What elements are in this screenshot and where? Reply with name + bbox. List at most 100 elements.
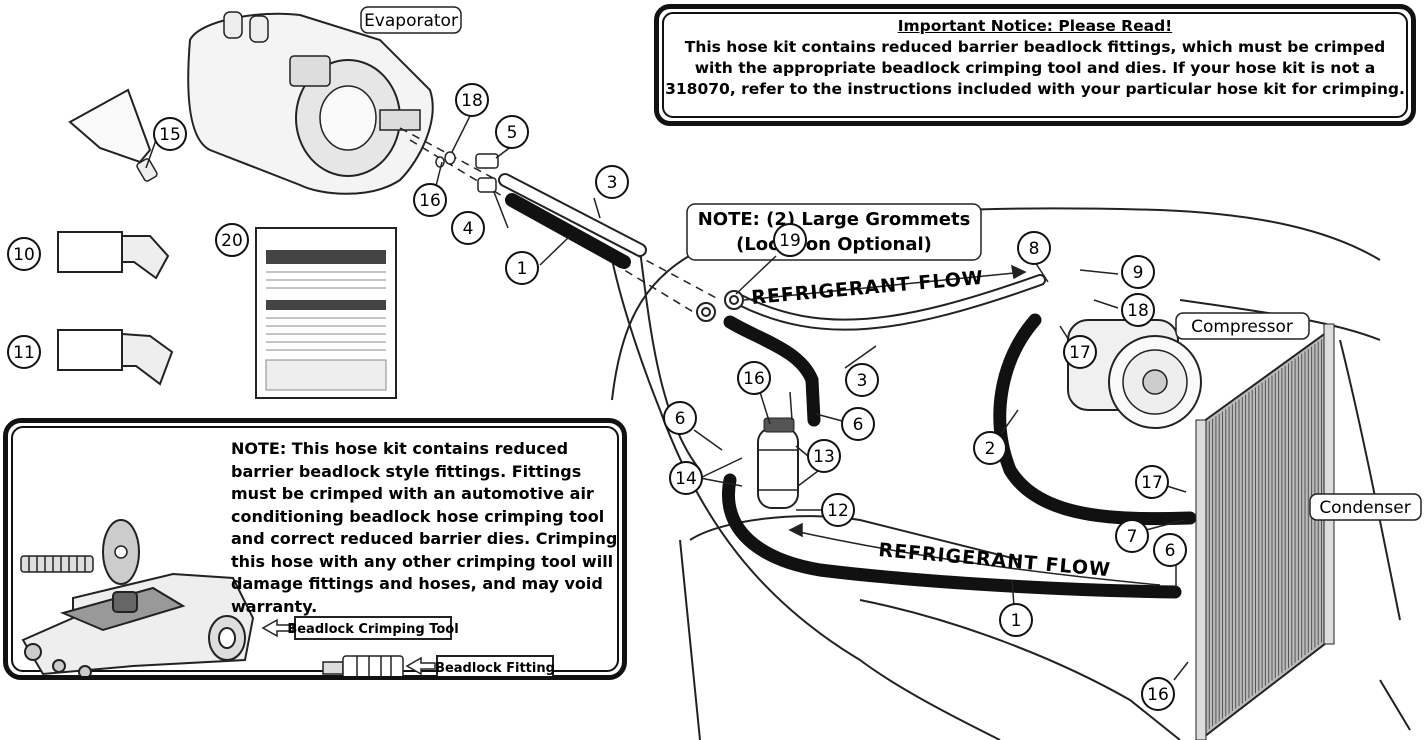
compressor-label: Compressor — [1191, 317, 1293, 337]
hose-1-lower — [722, 473, 1182, 599]
callout-number-18: 18 — [461, 91, 483, 111]
grommets — [696, 290, 744, 322]
callout-number-10: 10 — [13, 245, 35, 265]
callout-number-17: 17 — [1069, 343, 1091, 363]
receiver-drier — [757, 417, 799, 509]
compressor-unit — [1067, 319, 1202, 429]
callout-circle-16 — [737, 361, 771, 395]
evaporator-unit — [187, 11, 434, 195]
callout-circle-16 — [413, 183, 447, 217]
callout-number-12: 12 — [827, 501, 849, 521]
evaporator-label-box: Evaporator — [360, 6, 462, 34]
callout-circle-12 — [821, 493, 855, 527]
condenser-label-box: Condenser — [1309, 493, 1422, 521]
die-plate — [102, 519, 140, 585]
callout-number-4: 4 — [463, 219, 474, 239]
beadlock-note-bold2: crimping tool will damage fittings and — [231, 551, 614, 594]
callout-circle-18 — [1121, 293, 1155, 327]
beadlock-tool-label: Beadlock Crimping Tool — [287, 622, 458, 637]
callout-circle-1 — [505, 251, 539, 285]
callout-circle-10 — [7, 237, 41, 271]
callout-number-1: 1 — [517, 259, 528, 279]
beadlock-note-part1: NOTE: This hose kit contains reduced — [231, 439, 569, 458]
callout-number-11: 11 — [13, 343, 35, 363]
instruction-sheet — [255, 227, 397, 399]
callout-number-9: 9 — [1133, 263, 1144, 283]
important-notice-inner: Important Notice: Please Read! This hose… — [662, 12, 1408, 118]
callout-number-6: 6 — [1165, 541, 1176, 561]
hose-black-grommet — [723, 315, 821, 427]
callout-circle-6 — [1153, 533, 1187, 567]
callout-number-3: 3 — [857, 371, 868, 391]
beadlock-fitting-label: Beadlock Fitting — [435, 661, 555, 676]
hose-3-upper — [498, 173, 647, 257]
callout-circle-4 — [451, 211, 485, 245]
callout-number-16: 16 — [419, 191, 441, 211]
evaporator-fittings — [435, 151, 499, 193]
crimping-tool-body — [21, 572, 255, 676]
tool-pointer-arrow — [261, 618, 294, 638]
callout-number-7: 7 — [1127, 527, 1138, 547]
callout-circle-2 — [973, 431, 1007, 465]
beadlock-note-part3: hoses, and may void warranty. — [231, 574, 603, 616]
grommet-note-line1: NOTE: (2) Large Grommets — [698, 209, 971, 230]
important-notice-box: Important Notice: Please Read! This hose… — [654, 4, 1416, 126]
callout-number-6: 6 — [675, 409, 686, 429]
callout-number-13: 13 — [813, 447, 835, 467]
fitting-pointer-arrow — [405, 656, 436, 676]
callout-circle-9 — [1121, 255, 1155, 289]
callout-circle-7 — [1115, 519, 1149, 553]
condenser-unit — [1195, 323, 1335, 740]
callout-circle-17 — [1135, 465, 1169, 499]
hose-1-upper — [505, 193, 631, 269]
grommet-note-box: NOTE: (2) Large Grommets (Location Optio… — [686, 203, 982, 261]
callout-circle-20 — [215, 223, 249, 257]
beadlock-note-bold1: barrier beadlock style fittings. Fitting… — [231, 461, 582, 481]
beadlock-note-inner: Beadlock Crimping Tool Beadlock Fitting … — [11, 426, 619, 676]
callout-circle-6 — [841, 407, 875, 441]
flow-arrow-lower — [788, 522, 1161, 586]
callout-number-16: 16 — [743, 369, 765, 389]
fitting-label-box: Beadlock Fitting — [435, 655, 555, 676]
callout-circle-13 — [807, 439, 841, 473]
threaded-rod — [20, 555, 94, 573]
callout-circle-14 — [669, 461, 703, 495]
callout-number-17: 17 — [1141, 473, 1163, 493]
beadlock-note-part2: must be crimped with an automotive air c… — [231, 484, 618, 571]
callout-number-15: 15 — [159, 125, 181, 145]
callout-circle-15 — [153, 117, 187, 151]
compressor-label-box: Compressor — [1175, 312, 1310, 340]
callout-circle-8 — [1017, 231, 1051, 265]
callout-number-8: 8 — [1029, 239, 1040, 259]
beadlock-fitting-illustration — [322, 655, 404, 676]
beadlock-tool-illustration: Beadlock Crimping Tool Beadlock Fitting — [20, 519, 555, 676]
beadlock-note-box: Beadlock Crimping Tool Beadlock Fitting … — [3, 418, 627, 680]
callout-circle-16 — [1141, 677, 1175, 711]
callout-circle-18 — [455, 83, 489, 117]
callout-circle-17 — [1063, 335, 1097, 369]
callout-circle-19 — [773, 223, 807, 257]
fitting-11 — [57, 329, 174, 386]
grommet-note-line2: (Location Optional) — [736, 234, 932, 255]
callout-number-18: 18 — [1127, 301, 1149, 321]
hose-2 — [993, 313, 1197, 526]
beadlock-note-text: NOTE: This hose kit contains reduced bar… — [231, 438, 626, 618]
condenser-label: Condenser — [1319, 498, 1410, 518]
callout-number-14: 14 — [675, 469, 697, 489]
callout-number-2: 2 — [985, 439, 996, 459]
oil-tube — [68, 88, 158, 182]
callout-circle-3 — [595, 165, 629, 199]
callout-circle-6 — [663, 401, 697, 435]
callout-number-20: 20 — [221, 231, 243, 251]
flow-arrow-upper — [743, 264, 1027, 301]
evaporator-label: Evaporator — [364, 11, 458, 31]
callout-number-16: 16 — [1147, 685, 1169, 705]
callout-circle-5 — [495, 115, 529, 149]
important-notice-title: Important Notice: Please Read! — [897, 17, 1173, 35]
callout-circle-3 — [845, 363, 879, 397]
callout-number-1: 1 — [1011, 611, 1022, 631]
callout-number-3: 3 — [607, 173, 618, 193]
callout-number-6: 6 — [853, 415, 864, 435]
